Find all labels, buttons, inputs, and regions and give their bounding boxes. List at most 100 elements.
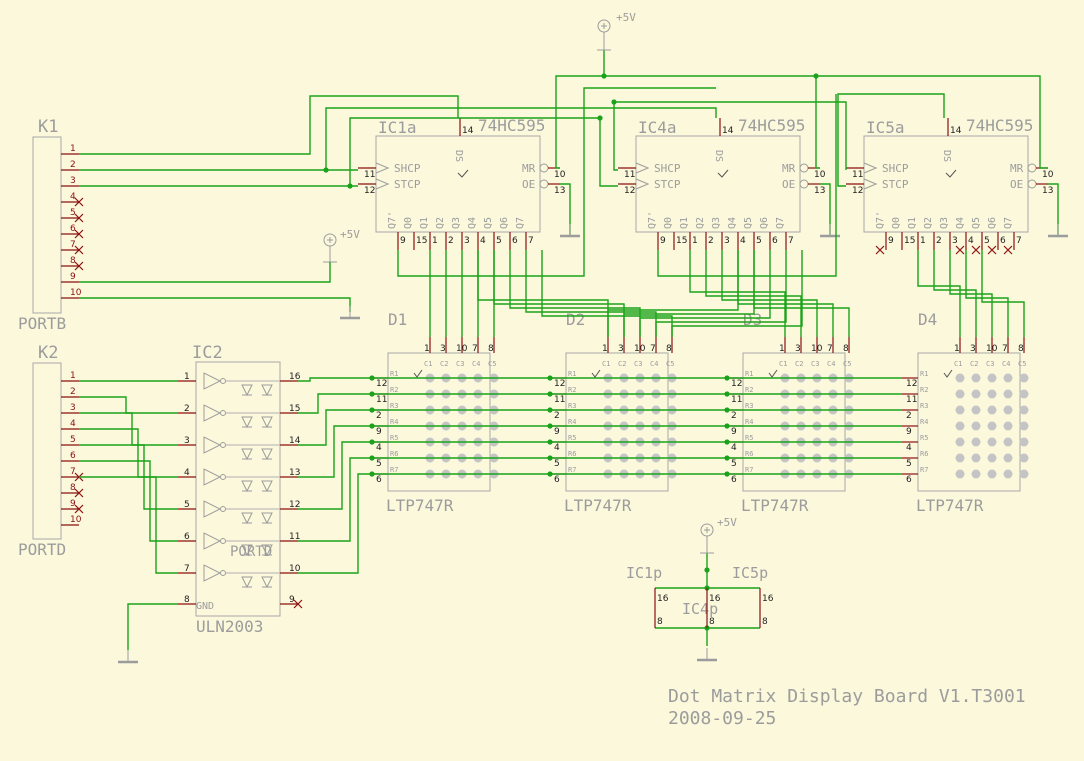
led-dot	[955, 389, 965, 399]
led-matrix-d3: D3LTP747RC11C23C310C47C58R112R211R32R49R…	[727, 310, 854, 515]
row-label: R3	[745, 402, 753, 410]
output-label: Q0	[663, 217, 674, 229]
row-pin-number: 6	[731, 475, 737, 485]
output-pin-number: 3	[464, 236, 470, 246]
inverter-bubble-icon	[220, 506, 226, 512]
k1-pin-number: 7	[70, 240, 76, 250]
buffer-icon	[203, 500, 222, 518]
row-pin-number: 5	[731, 459, 737, 469]
active-low-bubble-icon	[539, 179, 549, 189]
output-label: Q7	[515, 217, 526, 229]
control-pin-number: 13	[814, 186, 825, 196]
column-pin-number: 10	[456, 344, 468, 354]
ic4p-name: IC4p	[682, 600, 718, 618]
clock-pin-number: 12	[852, 186, 863, 196]
k2-pin-number: 7	[70, 467, 76, 477]
control-pin-number: 13	[1042, 186, 1053, 196]
led-dot	[1003, 405, 1013, 415]
control-pin-number: 10	[814, 170, 826, 180]
k1-gnd-wire	[79, 297, 351, 312]
row-label: R5	[745, 434, 753, 442]
column-pin-number: 7	[1002, 344, 1008, 354]
output-label: Q7	[775, 217, 786, 229]
k2-body	[32, 362, 62, 540]
led-dot	[971, 421, 981, 431]
column-label: C1	[954, 360, 962, 368]
inverter-bubble-icon	[220, 474, 226, 480]
power-symbol-top: +5V	[597, 11, 636, 51]
ic2-in-number: 4	[184, 468, 190, 478]
row-label: R1	[745, 370, 753, 378]
led-dot	[987, 469, 997, 479]
led-dot	[987, 373, 997, 383]
k1-ds-wire	[79, 95, 459, 155]
k2-name: K2	[38, 343, 58, 363]
column-wire	[933, 250, 977, 337]
output-pin-number: 5	[496, 236, 502, 246]
column-label: C3	[986, 360, 994, 368]
row-label: R7	[920, 466, 928, 474]
column-wire	[541, 250, 673, 337]
column-label: C4	[1002, 360, 1010, 368]
output-pin-number: 6	[772, 236, 778, 246]
shcp-label: SHCP	[882, 162, 909, 175]
inverter-bubble-icon	[220, 570, 226, 576]
row-label: R2	[920, 386, 928, 394]
column-pin-number: 10	[634, 344, 646, 354]
k1-pin-number: 9	[70, 272, 76, 282]
column-pin-number: 1	[424, 344, 430, 354]
row-pin-number: 12	[554, 379, 565, 389]
k2-pin-number: 6	[70, 451, 76, 461]
output-label: Q2	[435, 217, 446, 229]
output-pin-number: 7	[788, 236, 794, 246]
buffer-icon	[203, 436, 222, 454]
row-pin-number: 5	[554, 459, 560, 469]
shift-register-name: IC5a	[866, 118, 905, 137]
led-dot	[1019, 373, 1029, 383]
column-wire	[917, 250, 961, 337]
k1-pin-number: 6	[70, 224, 76, 234]
clock-pin-number: 11	[624, 170, 635, 180]
k2-pin-number: 5	[70, 435, 76, 445]
junction-dot	[704, 567, 710, 573]
k1-pin-number: 10	[70, 288, 82, 298]
origin-mark-icon	[591, 369, 601, 378]
matrix-body	[917, 352, 1021, 492]
clock-pin-number: 12	[364, 186, 375, 196]
diode-icon	[261, 384, 273, 397]
k1-pin-number: 1	[70, 144, 76, 154]
row-pin-number: 2	[731, 411, 737, 421]
led-matrix-d2: D2LTP747RC11C23C310C47C58R112R211R32R49R…	[550, 310, 677, 515]
output-label: Q4	[727, 217, 738, 229]
output-label: Q7'	[387, 211, 398, 229]
row-pin-number: 6	[376, 475, 382, 485]
k2-to-uln-wire	[79, 428, 178, 478]
junction-dot	[597, 115, 603, 121]
column-pin-number: 10	[986, 344, 998, 354]
no-connect-mark	[74, 261, 84, 271]
k2-pin-number: 2	[70, 387, 76, 397]
vcc-top-bus	[603, 50, 1048, 169]
output-pin-number: 2	[936, 236, 942, 246]
buffer-icon	[203, 404, 222, 422]
junction-dot	[813, 73, 819, 79]
oe-label: OE	[1010, 178, 1023, 191]
row-label: R4	[568, 418, 576, 426]
power-part-bottom-pin: 8	[762, 617, 768, 627]
origin-mark-icon	[943, 369, 953, 378]
led-dot	[971, 389, 981, 399]
matrix-body	[565, 352, 669, 492]
ds-pin-number: 14	[722, 126, 734, 136]
oe-label: OE	[522, 178, 535, 191]
column-label: C5	[488, 360, 496, 368]
output-label: Q1	[419, 217, 430, 229]
column-wire	[623, 250, 755, 337]
control-pin-number: 13	[554, 186, 565, 196]
output-label: Q4	[467, 217, 478, 229]
ic2-name: IC2	[192, 343, 223, 363]
k1-vcc-wire	[79, 262, 331, 283]
output-pin-number: 4	[740, 236, 746, 246]
led-dot	[955, 421, 965, 431]
row-label: R5	[390, 434, 398, 442]
origin-mark-icon	[413, 369, 423, 378]
